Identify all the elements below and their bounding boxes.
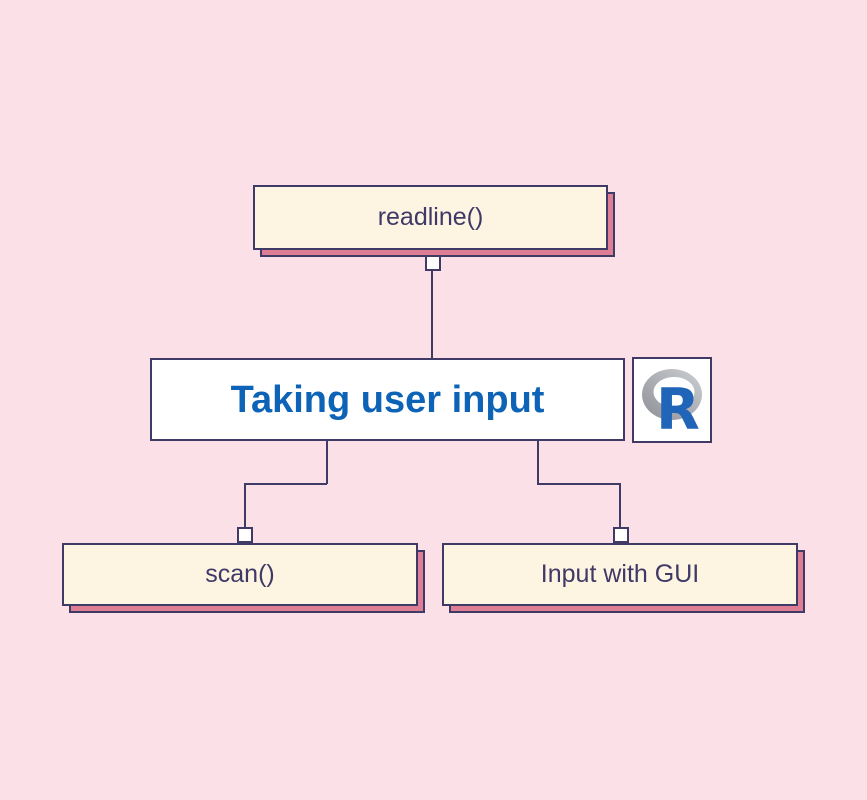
connector-port-top [425, 255, 441, 271]
r-logo-box: R [632, 357, 712, 443]
connector-port-right [613, 527, 629, 543]
connector-line-left-elbow [244, 483, 327, 528]
r-logo-letter: R [656, 377, 700, 441]
node-center: Taking user input [150, 358, 625, 441]
node-input-with-gui-face: Input with GUI [442, 543, 798, 606]
connector-line-top [431, 270, 433, 358]
node-readline-label: readline() [377, 203, 484, 231]
node-center-face: Taking user input [150, 358, 625, 441]
node-scan-label: scan() [205, 560, 275, 588]
r-logo-icon: R [642, 369, 703, 441]
connector-line-right-drop [537, 440, 539, 484]
connector-line-right-elbow [537, 483, 621, 528]
node-readline: readline() [253, 185, 615, 257]
connector-line-left-drop [326, 440, 328, 484]
connector-port-left [237, 527, 253, 543]
node-scan: scan() [62, 543, 425, 613]
node-input-with-gui-label: Input with GUI [540, 560, 700, 588]
node-readline-face: readline() [253, 185, 608, 250]
r-logo-ring [642, 369, 703, 420]
node-center-label: Taking user input [230, 378, 545, 421]
node-scan-face: scan() [62, 543, 418, 606]
node-input-with-gui: Input with GUI [442, 543, 805, 613]
r-logo-face: R [632, 357, 712, 443]
